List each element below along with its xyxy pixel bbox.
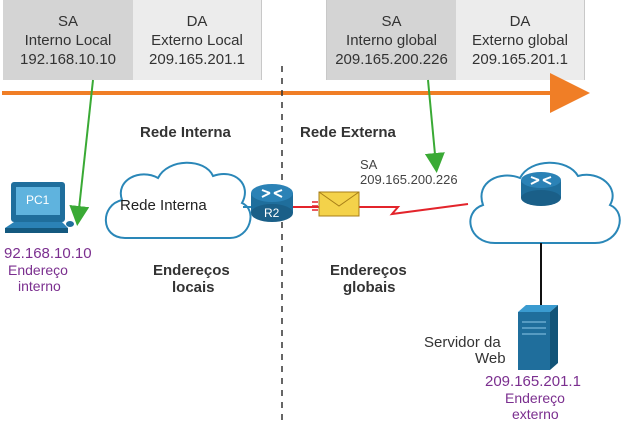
outside-local-da-cell: DA Externo Local 209.165.201.1 xyxy=(133,0,262,80)
isp-label: ISP xyxy=(532,219,555,235)
packet-sa-title: SA xyxy=(360,157,378,172)
inside-local-sa-subtitle: Interno Local xyxy=(24,32,112,49)
pc-ip-address: 92.168.10.10 xyxy=(4,245,92,262)
global-addresses-label-2: globais xyxy=(343,279,396,296)
pc-address-desc-2: interno xyxy=(18,278,61,294)
envelope-icon xyxy=(312,191,360,217)
server-address-desc-1: Endereço xyxy=(505,390,565,406)
server-icon xyxy=(518,305,558,370)
outside-local-da-subtitle: Externo Local xyxy=(151,32,243,49)
inside-network-heading: Rede Interna xyxy=(140,124,231,141)
isp-router-icon xyxy=(521,172,561,206)
inside-cloud-label: Rede Interna xyxy=(120,197,207,214)
server-ip-address: 209.165.201.1 xyxy=(485,373,581,390)
inside-local-pointer-arrow xyxy=(69,79,94,226)
outside-global-da-value: 209.165.201.1 xyxy=(472,51,568,68)
inside-local-sa-value: 192.168.10.10 xyxy=(20,51,116,68)
outside-global-da-cell: DA Externo global 209.165.201.1 xyxy=(456,0,585,80)
inside-global-pointer-arrow xyxy=(424,79,445,173)
outside-global-da-subtitle: Externo global xyxy=(472,32,568,49)
router-icon xyxy=(251,184,293,222)
outside-network-heading: Rede Externa xyxy=(300,124,396,141)
outside-local-da-value: 209.165.201.1 xyxy=(149,51,245,68)
server-name-1: Servidor da xyxy=(424,334,501,351)
local-addresses-label-1: Endereços xyxy=(153,262,230,279)
server-name-2: Web xyxy=(475,350,506,367)
router-label: R2 xyxy=(264,206,280,220)
pc-icon xyxy=(5,182,74,233)
local-addresses-label-2: locais xyxy=(172,279,215,296)
outside-global-da-title: DA xyxy=(509,13,531,30)
inside-global-sa-title: SA xyxy=(381,13,402,30)
server-address-desc-2: externo xyxy=(512,406,559,422)
inside-global-sa-value: 209.165.200.226 xyxy=(335,51,448,68)
outside-local-da-title: DA xyxy=(186,13,208,30)
packet-sa-value: 209.165.200.226 xyxy=(360,172,458,187)
inside-cloud-icon xyxy=(104,161,252,239)
inside-global-sa-cell: SA Interno global 209.165.200.226 xyxy=(326,0,456,80)
pc-address-desc-1: Endereço xyxy=(8,262,68,278)
inside-global-sa-subtitle: Interno global xyxy=(346,32,437,49)
inside-local-sa-cell: SA Interno Local 192.168.10.10 xyxy=(3,0,133,80)
global-addresses-label-1: Endereços xyxy=(330,262,407,279)
inside-local-sa-title: SA xyxy=(57,13,78,30)
pc-label: PC1 xyxy=(26,193,50,207)
